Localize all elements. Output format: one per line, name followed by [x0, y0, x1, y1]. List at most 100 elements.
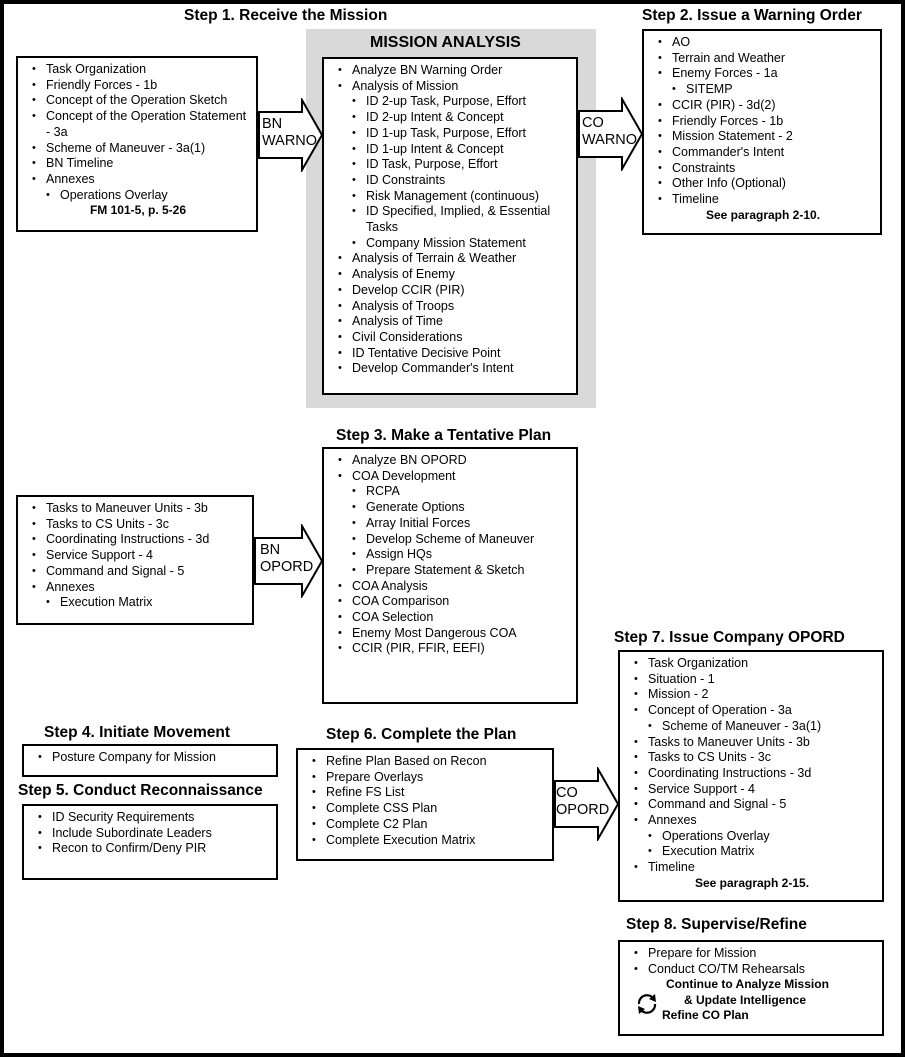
list-item: • Array Initial Forces [332, 516, 570, 532]
list-item-text: Command and Signal - 5 [46, 563, 185, 578]
bullet-icon: • [352, 532, 356, 545]
list-item: •Scheme of Maneuver - 3a(1) [628, 719, 876, 735]
co-warno-arrow [578, 97, 644, 171]
list-item-text: ID Task, Purpose, Effort [366, 157, 498, 172]
bullet-icon: • [32, 78, 36, 91]
list-item: •Develop Commander's Intent [332, 361, 570, 377]
list-item: • Include Subordinate Leaders [32, 826, 270, 842]
list-item-text: ID Specified, Implied, & Essential Tasks [366, 204, 551, 235]
step8-list: •Prepare for Mission•Conduct CO/TM Rehea… [628, 946, 876, 977]
list-item-text: Tasks to Maneuver Units - 3b [648, 734, 810, 749]
bullet-icon: • [38, 826, 42, 839]
bullet-icon: • [648, 845, 652, 858]
bullet-icon: • [312, 817, 316, 830]
list-item-text: COA Selection [352, 610, 434, 625]
bullet-icon: • [352, 173, 356, 186]
list-item: • Complete Execution Matrix [306, 833, 546, 849]
list-item-text: COA Development [352, 468, 456, 483]
bullet-icon: • [312, 802, 316, 815]
bullet-icon: • [32, 549, 36, 562]
list-item: • Friendly Forces - 1b [26, 78, 250, 94]
bn-warno-arrow [258, 98, 324, 172]
list-item-text: Concept of the Operation Statement - 3a [46, 109, 247, 139]
list-item-text: Analysis of Mission [352, 78, 459, 93]
list-item: •AO [652, 35, 874, 51]
bullet-icon: • [338, 330, 342, 343]
bullet-icon: • [658, 130, 662, 143]
step8-title: Step 8. Supervise/Refine [626, 916, 807, 933]
list-item: •COA Analysis [332, 579, 570, 595]
list-item: •Task Organization [628, 656, 876, 672]
list-item-text: Refine FS List [326, 785, 405, 800]
step7-title: Step 7. Issue Company OPORD [614, 629, 845, 646]
bullet-icon: • [32, 502, 36, 514]
list-item-text: Friendly Forces - 1b [46, 77, 158, 92]
bn-opord-input-list: •Tasks to Maneuver Units - 3b•Tasks to C… [26, 501, 246, 611]
list-item: •Task Organization [26, 62, 250, 78]
bullet-icon: • [634, 814, 638, 827]
cycle-line-2: & Update Intelligence [684, 992, 807, 1007]
list-item-text: Company Mission Statement [366, 235, 526, 250]
list-item: •Posture Company for Mission [32, 750, 270, 766]
bullet-icon: • [352, 95, 356, 108]
list-item-text: ID Tentative Decisive Point [352, 345, 501, 360]
bullet-icon: • [634, 735, 638, 748]
bullet-icon: • [352, 516, 356, 529]
list-item: •Develop Scheme of Maneuver [332, 532, 570, 548]
list-item: •Coordinating Instructions - 3d [26, 532, 246, 548]
bullet-icon: • [634, 798, 638, 811]
bullet-icon: • [352, 205, 356, 218]
list-item-text: Timeline [648, 860, 695, 875]
list-item-text: Friendly Forces - 1b [672, 113, 784, 128]
bullet-icon: • [338, 611, 342, 624]
step5-box: •ID Security Requirements•Include Subord… [22, 804, 278, 880]
list-item: •Operations Overlay [26, 188, 250, 204]
list-item: • Service Support - 4 [26, 548, 246, 564]
bullet-icon: • [634, 672, 638, 685]
bullet-icon: • [352, 142, 356, 155]
bullet-icon: • [352, 189, 356, 202]
list-item: •Enemy Forces - 1a [652, 66, 874, 82]
mission-analysis-box: •Analyze BN Warning Order•Analysis of Mi… [322, 57, 578, 395]
bullet-icon: • [672, 83, 676, 96]
list-item: •Analysis of Terrain & Weather [332, 251, 570, 267]
list-item: •Commander's Intent [652, 145, 874, 161]
list-item-text: Complete Execution Matrix [326, 832, 476, 847]
list-item: •Constraints [652, 161, 874, 177]
list-item-text: Analysis of Enemy [352, 267, 455, 282]
bullet-icon: • [634, 657, 638, 669]
list-item: •CCIR (PIR, FFIR, EEFI) [332, 641, 570, 657]
list-item-text: CCIR (PIR, FFIR, EEFI) [352, 641, 485, 656]
bullet-icon: • [338, 268, 342, 281]
cycle-line-1: Continue to Analyze Mission [666, 977, 829, 992]
bullet-icon: • [658, 161, 662, 174]
list-item: •Timeline [628, 860, 876, 876]
list-item: •Mission - 2 [628, 687, 876, 703]
bullet-icon: • [352, 111, 356, 124]
list-item: •Prepare Statement & Sketch [332, 563, 570, 579]
list-item-text: Recon to Confirm/Deny PIR [52, 841, 207, 856]
bullet-icon: • [312, 833, 316, 846]
list-item: • Tasks to Maneuver Units - 3b [628, 735, 876, 751]
bullet-icon: • [634, 751, 638, 764]
list-item-text: Include Subordinate Leaders [52, 825, 212, 840]
list-item: •Other Info (Optional) [652, 176, 874, 192]
bullet-icon: • [658, 114, 662, 127]
list-item: •RCPA [332, 484, 570, 500]
list-item: •Assign HQs [332, 547, 570, 563]
list-item-text: Civil Considerations [352, 329, 463, 344]
list-item-text: Develop Commander's Intent [352, 361, 514, 376]
bullet-icon: • [312, 770, 316, 783]
step7-box: •Task Organization•Situation - 1•Mission… [618, 650, 884, 902]
list-item: •Refine FS List [306, 785, 546, 801]
bullet-icon: • [338, 299, 342, 312]
list-item-text: Array Initial Forces [366, 515, 471, 530]
list-item: •Service Support - 4 [628, 782, 876, 798]
list-item-text: Service Support - 4 [46, 548, 153, 563]
list-item-text: Task Organization [46, 62, 147, 76]
list-item-text: Other Info (Optional) [672, 176, 786, 191]
list-item: •Prepare Overlays [306, 770, 546, 786]
list-item-text: Service Support - 4 [648, 781, 755, 796]
list-item: •ID 2-up Intent & Concept [332, 110, 570, 126]
